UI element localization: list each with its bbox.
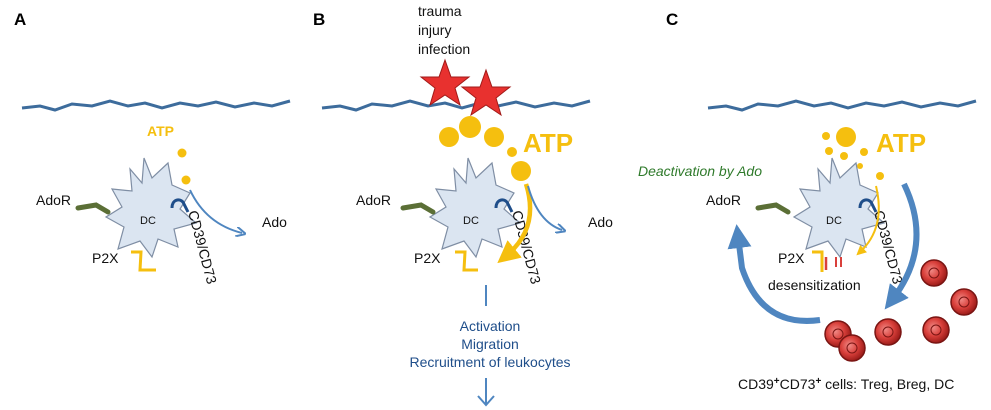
panel-b-letter: B	[313, 10, 325, 29]
atp-molecule	[857, 163, 863, 169]
atp-molecule	[507, 147, 517, 157]
ado-label: Ado	[588, 214, 613, 230]
atp-to-p2x-arrow	[856, 185, 880, 256]
regulatory-cell	[930, 324, 942, 336]
atp-molecule	[177, 148, 187, 158]
cd39-cd73-enzyme	[494, 198, 514, 213]
regulatory-cell	[846, 342, 858, 354]
cell-membrane	[707, 99, 977, 112]
outcome-activation: Activation	[460, 318, 521, 334]
stimulus-injury: injury	[418, 22, 451, 38]
deactivation-label: Deactivation by Ado	[638, 163, 762, 179]
ado-label: Ado	[262, 214, 287, 230]
regulatory-cell	[832, 328, 844, 340]
cd39-cd73-enzyme	[858, 198, 878, 213]
regulatory-cell	[928, 267, 940, 279]
atp-molecule	[459, 116, 481, 138]
stimulus-trauma: trauma	[418, 3, 462, 19]
p2x-label: P2X	[92, 250, 119, 266]
atp-molecule	[511, 161, 531, 181]
cell-membrane	[321, 99, 591, 112]
adenosine-receptor-label: AdoR	[36, 192, 71, 208]
atp-label: ATP	[876, 128, 926, 158]
regulatory-cells	[824, 259, 978, 362]
atp-molecule	[484, 127, 504, 147]
panel-c: C ATP Deactivation by Ado DC AdoR CD39/C…	[638, 10, 978, 393]
desensitization-label: desensitization	[768, 277, 861, 293]
dc-label: DC	[463, 215, 479, 227]
outcome-migration: Migration	[461, 336, 519, 352]
atp-molecule	[822, 132, 830, 140]
panel-b: B trauma injury infection ATP DC AdoR P2…	[313, 3, 613, 407]
atp-molecule	[836, 127, 856, 147]
p2x-label: P2X	[414, 250, 441, 266]
p2x-receptor	[455, 250, 478, 272]
atp-molecule	[825, 147, 833, 155]
regulatory-cell	[958, 296, 970, 308]
atp-to-regulatory-cells-arrow	[884, 182, 920, 310]
panel-a-letter: A	[14, 10, 26, 29]
atp-molecule	[860, 148, 868, 156]
atp-molecule	[840, 152, 848, 160]
ado-arrow	[189, 189, 242, 233]
adenosine-receptor	[75, 202, 111, 215]
ado-arrow	[527, 185, 562, 230]
cell-membrane	[21, 99, 291, 112]
atp-molecule	[439, 127, 459, 147]
cd39-cd73-label: CD39/CD73	[871, 209, 906, 286]
regulatory-cell	[920, 259, 948, 287]
regulatory-cell	[950, 288, 978, 316]
damage-star	[419, 58, 471, 107]
damage-star	[460, 68, 512, 117]
atp-label: ATP	[523, 128, 573, 158]
atp-to-p2x-arrow	[497, 183, 533, 264]
stimulus-infection: infection	[418, 41, 470, 57]
adenosine-receptor	[755, 202, 791, 215]
panel-a: A ATP DC AdoR P2X CD39/CD73 Ado	[14, 10, 291, 286]
regulatory-cells-label: CD39+CD73+ cells: Treg, Breg, DC	[738, 376, 954, 393]
dendritic-cell	[105, 157, 197, 258]
ado-to-adoR-arrow	[727, 224, 821, 324]
dc-label: DC	[140, 215, 156, 227]
adenosine-receptor-label: AdoR	[356, 192, 391, 208]
adenosine-receptor	[400, 202, 436, 215]
regulatory-cell	[882, 326, 894, 338]
cd39-cd73-enzyme	[170, 198, 190, 213]
p2x-label: P2X	[778, 250, 805, 266]
dc-label: DC	[826, 215, 842, 227]
dendritic-cell	[429, 157, 521, 258]
atp-molecule	[876, 172, 884, 180]
adenosine-receptor-label: AdoR	[706, 192, 741, 208]
outcome-arrow	[477, 378, 495, 407]
outcome-recruitment: Recruitment of leukocytes	[409, 354, 570, 370]
p2x-receptor	[131, 250, 156, 272]
regulatory-cell	[922, 316, 950, 344]
atp-molecule	[181, 175, 191, 185]
regulatory-cell	[874, 318, 902, 346]
regulatory-cell	[838, 334, 866, 362]
atp-label: ATP	[147, 123, 174, 139]
p2x-receptor	[812, 250, 824, 272]
dendritic-cell	[793, 157, 885, 258]
panel-c-letter: C	[666, 10, 678, 29]
